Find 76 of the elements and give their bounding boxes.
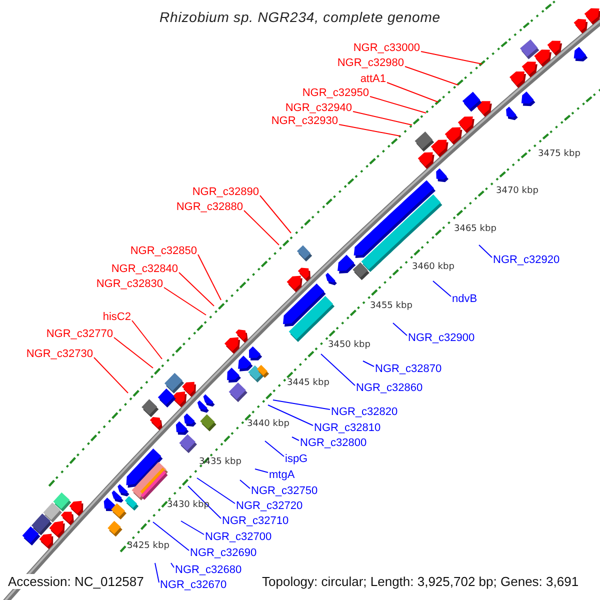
leader-line	[170, 562, 174, 568]
scale-label: 3440 kbp	[247, 419, 290, 429]
scale-label: 3445 kbp	[287, 378, 330, 388]
scale-label: 3460 kbp	[412, 262, 454, 272]
gene-label: NGR_c33000	[353, 42, 420, 55]
scale-label: 3435 kbp	[199, 457, 242, 467]
gene-label: NGR_c32680	[175, 564, 242, 577]
gene-label: ndvB	[452, 293, 478, 306]
gene-label: NGR_c32820	[331, 406, 398, 419]
gene-label: NGR_c32750	[251, 485, 318, 498]
gene-label: NGR_c32730	[26, 348, 93, 361]
leader-line	[254, 468, 268, 473]
genome-info-text: Topology: circular; Length: 3,925,702 bp; Genes: 3,691	[262, 574, 579, 589]
gene-label: NGR_c32930	[271, 115, 338, 128]
leader-line	[178, 272, 214, 306]
gene-label: hisC2	[102, 311, 131, 324]
leader-line	[164, 287, 206, 316]
leader-line	[152, 522, 190, 551]
gene-label: NGR_c32800	[300, 437, 367, 450]
leader-line	[338, 124, 400, 136]
gene-label: NGR_c32690	[190, 547, 257, 560]
leader-line	[292, 436, 300, 441]
gene-label: attA1	[360, 73, 386, 86]
leader-line	[94, 357, 128, 394]
leader-line	[320, 354, 356, 386]
leader-line	[362, 360, 374, 367]
leader-line	[198, 254, 222, 300]
gene-label: NGR_c32940	[285, 102, 352, 115]
gene-label: NGR_c32830	[96, 278, 163, 291]
gene-label: NGR_c32980	[337, 57, 404, 70]
gene-label: NGR_c32810	[314, 422, 381, 435]
gene-label: NGR_c32770	[46, 328, 113, 341]
gene-label: NGR_c32710	[222, 515, 289, 528]
leader-line	[272, 400, 330, 410]
gene-label: NGR_c32840	[111, 263, 178, 276]
gene-label: NGR_c32900	[408, 332, 475, 345]
leader-line	[404, 66, 458, 86]
leader-line	[132, 320, 162, 360]
scale-label: 3475 kbp	[538, 149, 580, 159]
accession-text: Accession: NC_012587	[8, 574, 144, 589]
leader-line	[268, 404, 314, 426]
gene-label: ispG	[285, 453, 308, 466]
gene-label: mtgA	[269, 469, 295, 482]
scale-label: 3455 kbp	[370, 301, 412, 311]
leader-line	[154, 562, 160, 583]
leader-line	[352, 111, 412, 126]
leader-line	[240, 480, 250, 489]
leader-line	[264, 440, 284, 457]
leader-line	[196, 478, 236, 504]
leader-line	[386, 82, 438, 102]
scale-label: 3450 kbp	[328, 340, 370, 350]
gene-label: NGR_c32860	[356, 382, 423, 395]
leader-line	[420, 51, 482, 64]
leader-line	[392, 322, 408, 336]
scale-label: 3425 kbp	[127, 541, 170, 551]
scale-label: 3465 kbp	[454, 224, 496, 234]
leader-line	[432, 280, 452, 297]
leader-line	[114, 337, 154, 368]
leader-line	[180, 520, 204, 535]
gene-label: NGR_c32850	[130, 245, 197, 258]
leader-line	[244, 210, 280, 246]
leader-line	[188, 486, 222, 519]
scale-label: 3470 kbp	[496, 186, 538, 196]
gene-label: NGR_c32870	[375, 363, 442, 376]
scale-label: 3430 kbp	[167, 500, 210, 510]
gene-label: NGR_c32920	[493, 254, 560, 267]
gene-label: NGR_c32670	[160, 579, 227, 592]
title: Rhizobium sp. NGR234, complete genome	[158, 9, 442, 25]
gene-label: NGR_c32720	[236, 500, 303, 513]
gene-label: NGR_c32700	[205, 531, 272, 544]
leader-line	[370, 96, 426, 114]
leader-line	[478, 244, 492, 258]
gene-label: NGR_c32950	[302, 87, 369, 100]
gene-label: NGR_c32880	[176, 201, 243, 214]
gene-label: NGR_c32890	[192, 186, 259, 199]
leader-line	[260, 195, 292, 234]
